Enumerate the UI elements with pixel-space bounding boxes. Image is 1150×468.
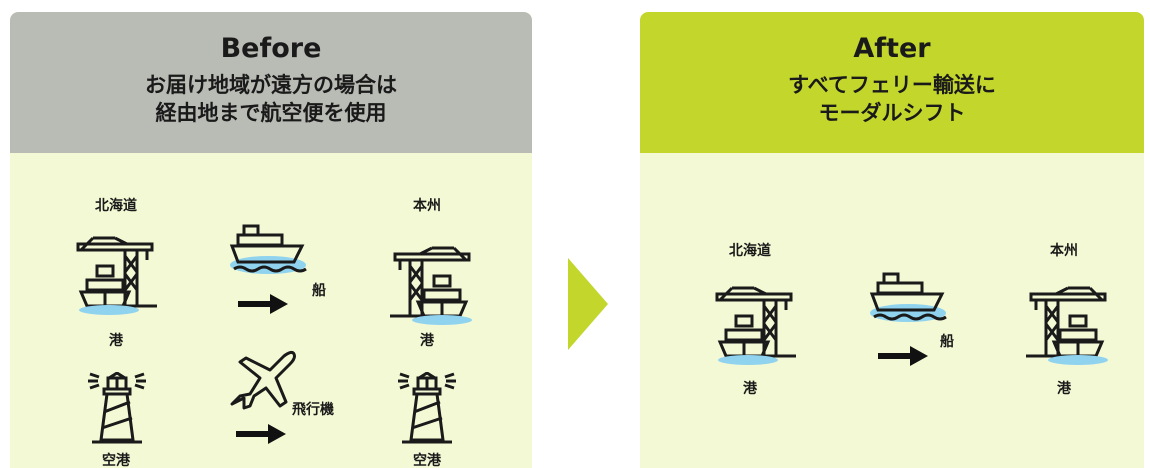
- crane-port-icon: [715, 286, 796, 365]
- after-header: After すべてフェリー輸送に モーダルシフト: [640, 12, 1144, 153]
- after-origin-label: 北海道: [729, 243, 771, 259]
- right-arrow-icon: [236, 424, 286, 444]
- before-sea-mode-label: 船: [312, 283, 326, 299]
- after-destination-port-label: 港: [1057, 381, 1071, 397]
- after-subtitle-line-1: すべてフェリー輸送に: [788, 73, 996, 97]
- after-sea-mode-label: 船: [940, 334, 954, 350]
- ship-icon: [229, 224, 307, 274]
- before-origin-label: 北海道: [95, 198, 137, 214]
- before-subtitle-line-1: お届け地域が遠方の場合は: [145, 73, 397, 97]
- before-header: Before お届け地域が遠方の場合は 経由地まで航空便を使用: [10, 12, 532, 153]
- crane-port-icon: [1026, 286, 1108, 365]
- before-origin-airport-label: 空港: [102, 453, 130, 468]
- before-destination-port-label: 港: [420, 333, 434, 349]
- right-arrow-icon: [238, 294, 288, 314]
- after-destination-label: 本州: [1050, 243, 1078, 259]
- right-arrow-icon: [878, 346, 928, 366]
- lighthouse-icon: [398, 372, 456, 444]
- before-origin-port-label: 港: [109, 333, 123, 349]
- after-subtitle-line-2: モーダルシフト: [818, 101, 966, 125]
- after-origin-port-label: 港: [743, 381, 757, 397]
- after-title: After: [853, 33, 931, 64]
- before-subtitle-line-2: 経由地まで航空便を使用: [155, 101, 387, 125]
- airplane-icon: [230, 350, 296, 410]
- before-destination-label: 本州: [413, 198, 441, 214]
- before-title: Before: [220, 33, 322, 64]
- crane-port-icon: [76, 236, 157, 315]
- crane-port-icon: [390, 246, 472, 325]
- lighthouse-icon: [88, 372, 146, 444]
- chevron-right-icon: [568, 258, 608, 350]
- ship-icon: [869, 272, 947, 322]
- after-panel: After すべてフェリー輸送に モーダルシフト 北海道 本州: [640, 12, 1144, 468]
- before-panel: Before お届け地域が遠方の場合は 経由地まで航空便を使用 北海道 本州: [10, 12, 532, 468]
- before-destination-airport-label: 空港: [413, 453, 441, 468]
- before-air-mode-label: 飛行機: [292, 402, 334, 418]
